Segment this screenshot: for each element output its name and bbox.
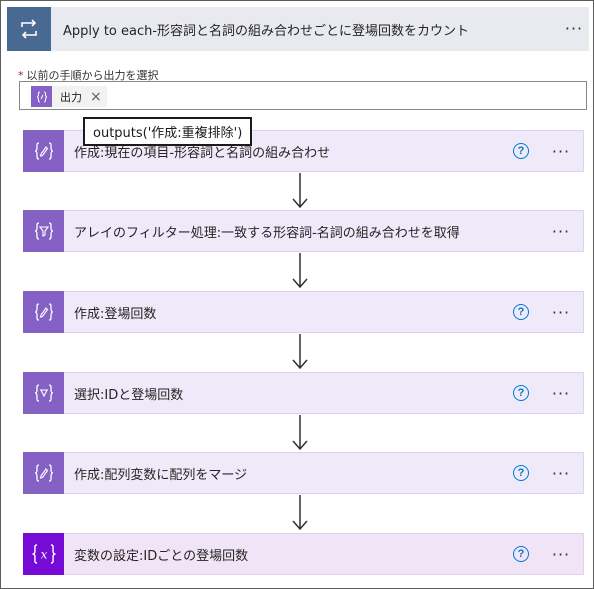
expression-tooltip: outputs('作成:重複排除') [83, 117, 253, 146]
data-operation-icon [23, 291, 64, 333]
output-token-label: 出力 [60, 90, 82, 104]
action-card-select[interactable]: 選択:IDと登場回数 ? ··· [23, 372, 584, 414]
more-options-button[interactable]: ··· [551, 544, 571, 564]
action-card-compose-count[interactable]: 作成:登場回数 ? ··· [23, 291, 584, 333]
flow-arrow-icon [292, 495, 308, 531]
expression-icon [31, 86, 52, 107]
apply-to-each-header[interactable]: Apply to each-形容詞と名詞の組み合わせごとに登場回数をカウント ·… [7, 7, 589, 51]
variable-icon: x [23, 533, 64, 575]
loop-title: Apply to each-形容詞と名詞の組み合わせごとに登場回数をカウント [63, 23, 470, 39]
help-icon[interactable]: ? [513, 385, 529, 401]
more-options-button[interactable]: ··· [551, 221, 571, 241]
flow-arrow-icon [292, 253, 308, 289]
action-title: 作成:現在の項目-形容詞と名詞の組み合わせ [74, 145, 331, 161]
svg-text:x: x [40, 548, 47, 562]
help-icon[interactable]: ? [513, 546, 529, 562]
more-options-button[interactable]: ··· [551, 383, 571, 403]
flow-arrow-icon [292, 173, 308, 209]
select-icon [23, 372, 64, 414]
flow-arrow-icon [292, 334, 308, 370]
output-token[interactable]: 出力 × [31, 86, 107, 107]
output-select-field[interactable]: 出力 × [19, 81, 587, 110]
action-card-filter-array[interactable]: アレイのフィルター処理:一致する形容詞-名詞の組み合わせを取得 ··· [23, 210, 584, 252]
help-icon[interactable]: ? [513, 143, 529, 159]
output-select-label-text: 以前の手順から出力を選択 [26, 69, 159, 82]
action-card-compose-merge[interactable]: 作成:配列変数に配列をマージ ? ··· [23, 452, 584, 494]
help-icon[interactable]: ? [513, 304, 529, 320]
more-options-button[interactable]: ··· [551, 141, 571, 161]
remove-token-button[interactable]: × [90, 88, 102, 105]
action-title: 選択:IDと登場回数 [74, 387, 184, 403]
flow-arrow-icon [292, 415, 308, 451]
action-card-set-variable[interactable]: x 変数の設定:IDごとの登場回数 ? ··· [23, 533, 584, 575]
output-select-label: *以前の手順から出力を選択 [18, 67, 159, 83]
required-mark: * [18, 69, 24, 82]
more-options-button[interactable]: ··· [551, 302, 571, 322]
filter-array-icon [23, 210, 64, 252]
data-operation-icon [23, 452, 64, 494]
data-operation-icon [23, 130, 64, 172]
action-title: アレイのフィルター処理:一致する形容詞-名詞の組み合わせを取得 [74, 225, 460, 241]
action-title: 作成:登場回数 [74, 306, 157, 322]
loop-icon [7, 7, 51, 51]
loop-more-options-button[interactable]: ··· [564, 18, 584, 38]
action-title: 作成:配列変数に配列をマージ [74, 467, 248, 483]
more-options-button[interactable]: ··· [551, 463, 571, 483]
help-icon[interactable]: ? [513, 465, 529, 481]
action-title: 変数の設定:IDごとの登場回数 [74, 548, 249, 564]
